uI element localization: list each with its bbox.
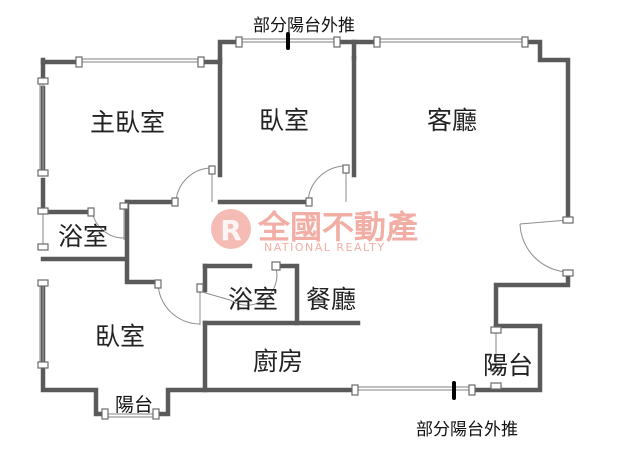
room-kitchen-label: 廚房 [253, 347, 303, 376]
wall-living-top-right [522, 39, 571, 223]
doors [87, 164, 574, 325]
room-balcony-bottom-label: 陽台 [115, 394, 153, 416]
room-balcony-right-label: 陽台 [483, 351, 533, 380]
wall-top-mid-left [197, 39, 243, 65]
room-dining-label: 餐廳 [306, 285, 356, 314]
room-master-bedroom-label: 主臥室 [90, 108, 165, 137]
windows [37, 36, 529, 420]
room-bathroom-center-label: 浴室 [228, 285, 278, 314]
note-bottom: 部分陽台外推 [416, 420, 518, 440]
wall-balcony-right [469, 323, 543, 393]
wall-bath-center-top2 [277, 263, 300, 326]
watermark-name: 全國不動產 [257, 208, 418, 246]
room-living-label: 客廳 [427, 106, 477, 135]
watermark-logo [211, 209, 251, 249]
wall-corridor-left [124, 199, 158, 285]
watermark: R 全國不動產 NATIONAL REALTY [211, 208, 418, 254]
wall-bottom-left [40, 365, 109, 417]
note-top: 部分陽台外推 [253, 16, 355, 36]
door-living [519, 219, 569, 225]
door-bath-center [201, 291, 231, 301]
room-bedroom-top-label: 臥室 [259, 106, 309, 135]
wall-bottom [153, 387, 358, 417]
watermark-logo-letter: R [220, 214, 242, 247]
watermark-subtitle: NATIONAL REALTY [264, 241, 386, 254]
wall-right-lower [493, 269, 571, 333]
room-bedroom-bottom-label: 臥室 [95, 322, 145, 351]
room-bathroom-left-label: 浴室 [58, 222, 108, 251]
